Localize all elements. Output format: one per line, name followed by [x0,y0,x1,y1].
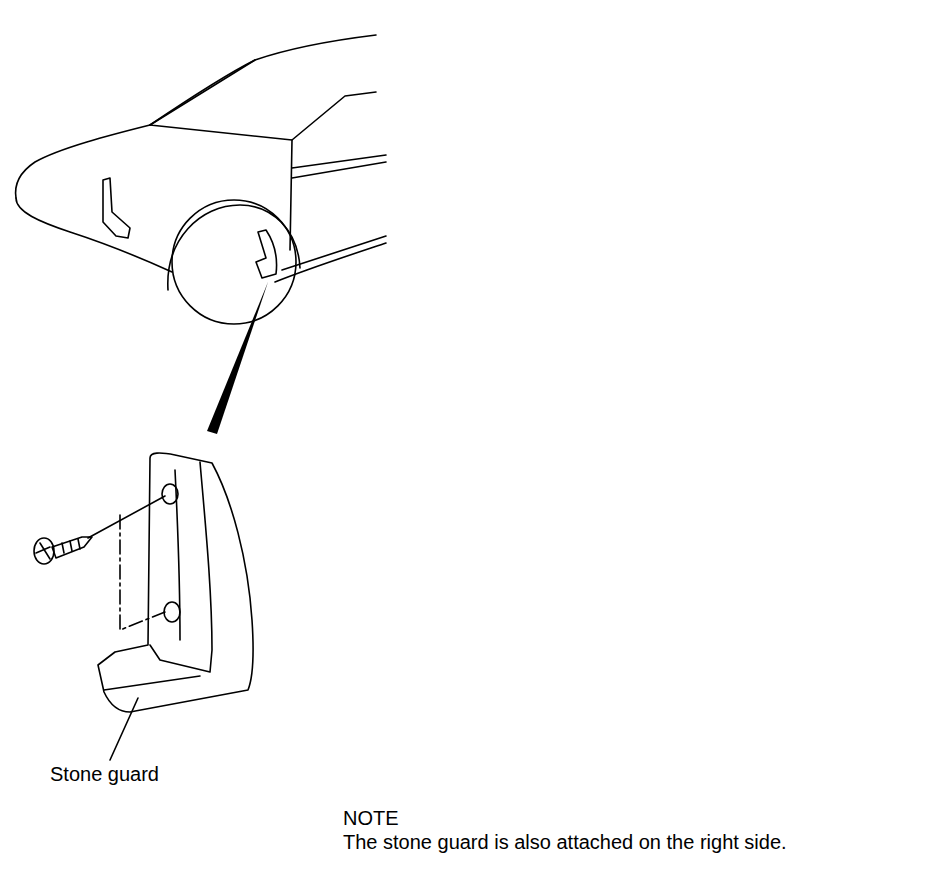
car-hood [16,125,150,198]
wheel [172,200,296,324]
part-name: Stone guard [50,763,159,785]
screw [34,537,92,564]
small-stone-guard [256,230,277,278]
car-side [290,140,386,250]
car-front [16,198,172,272]
mounting-hole [164,602,180,622]
stone-guard-ridge [104,462,212,690]
label-leader [110,698,138,760]
car-roof [150,35,376,125]
wheel-arch [168,205,300,290]
fender-marker [103,178,130,238]
car-windshield [150,60,376,140]
detail-pointer [207,282,268,434]
stone-guard-detail [98,453,253,712]
center-line [120,515,165,630]
car-rocker [275,236,386,282]
note-heading: NOTE [343,807,399,829]
mounting-hole [162,484,178,504]
screw-line [88,496,165,538]
note-text: The stone guard is also attached on the … [343,831,787,853]
